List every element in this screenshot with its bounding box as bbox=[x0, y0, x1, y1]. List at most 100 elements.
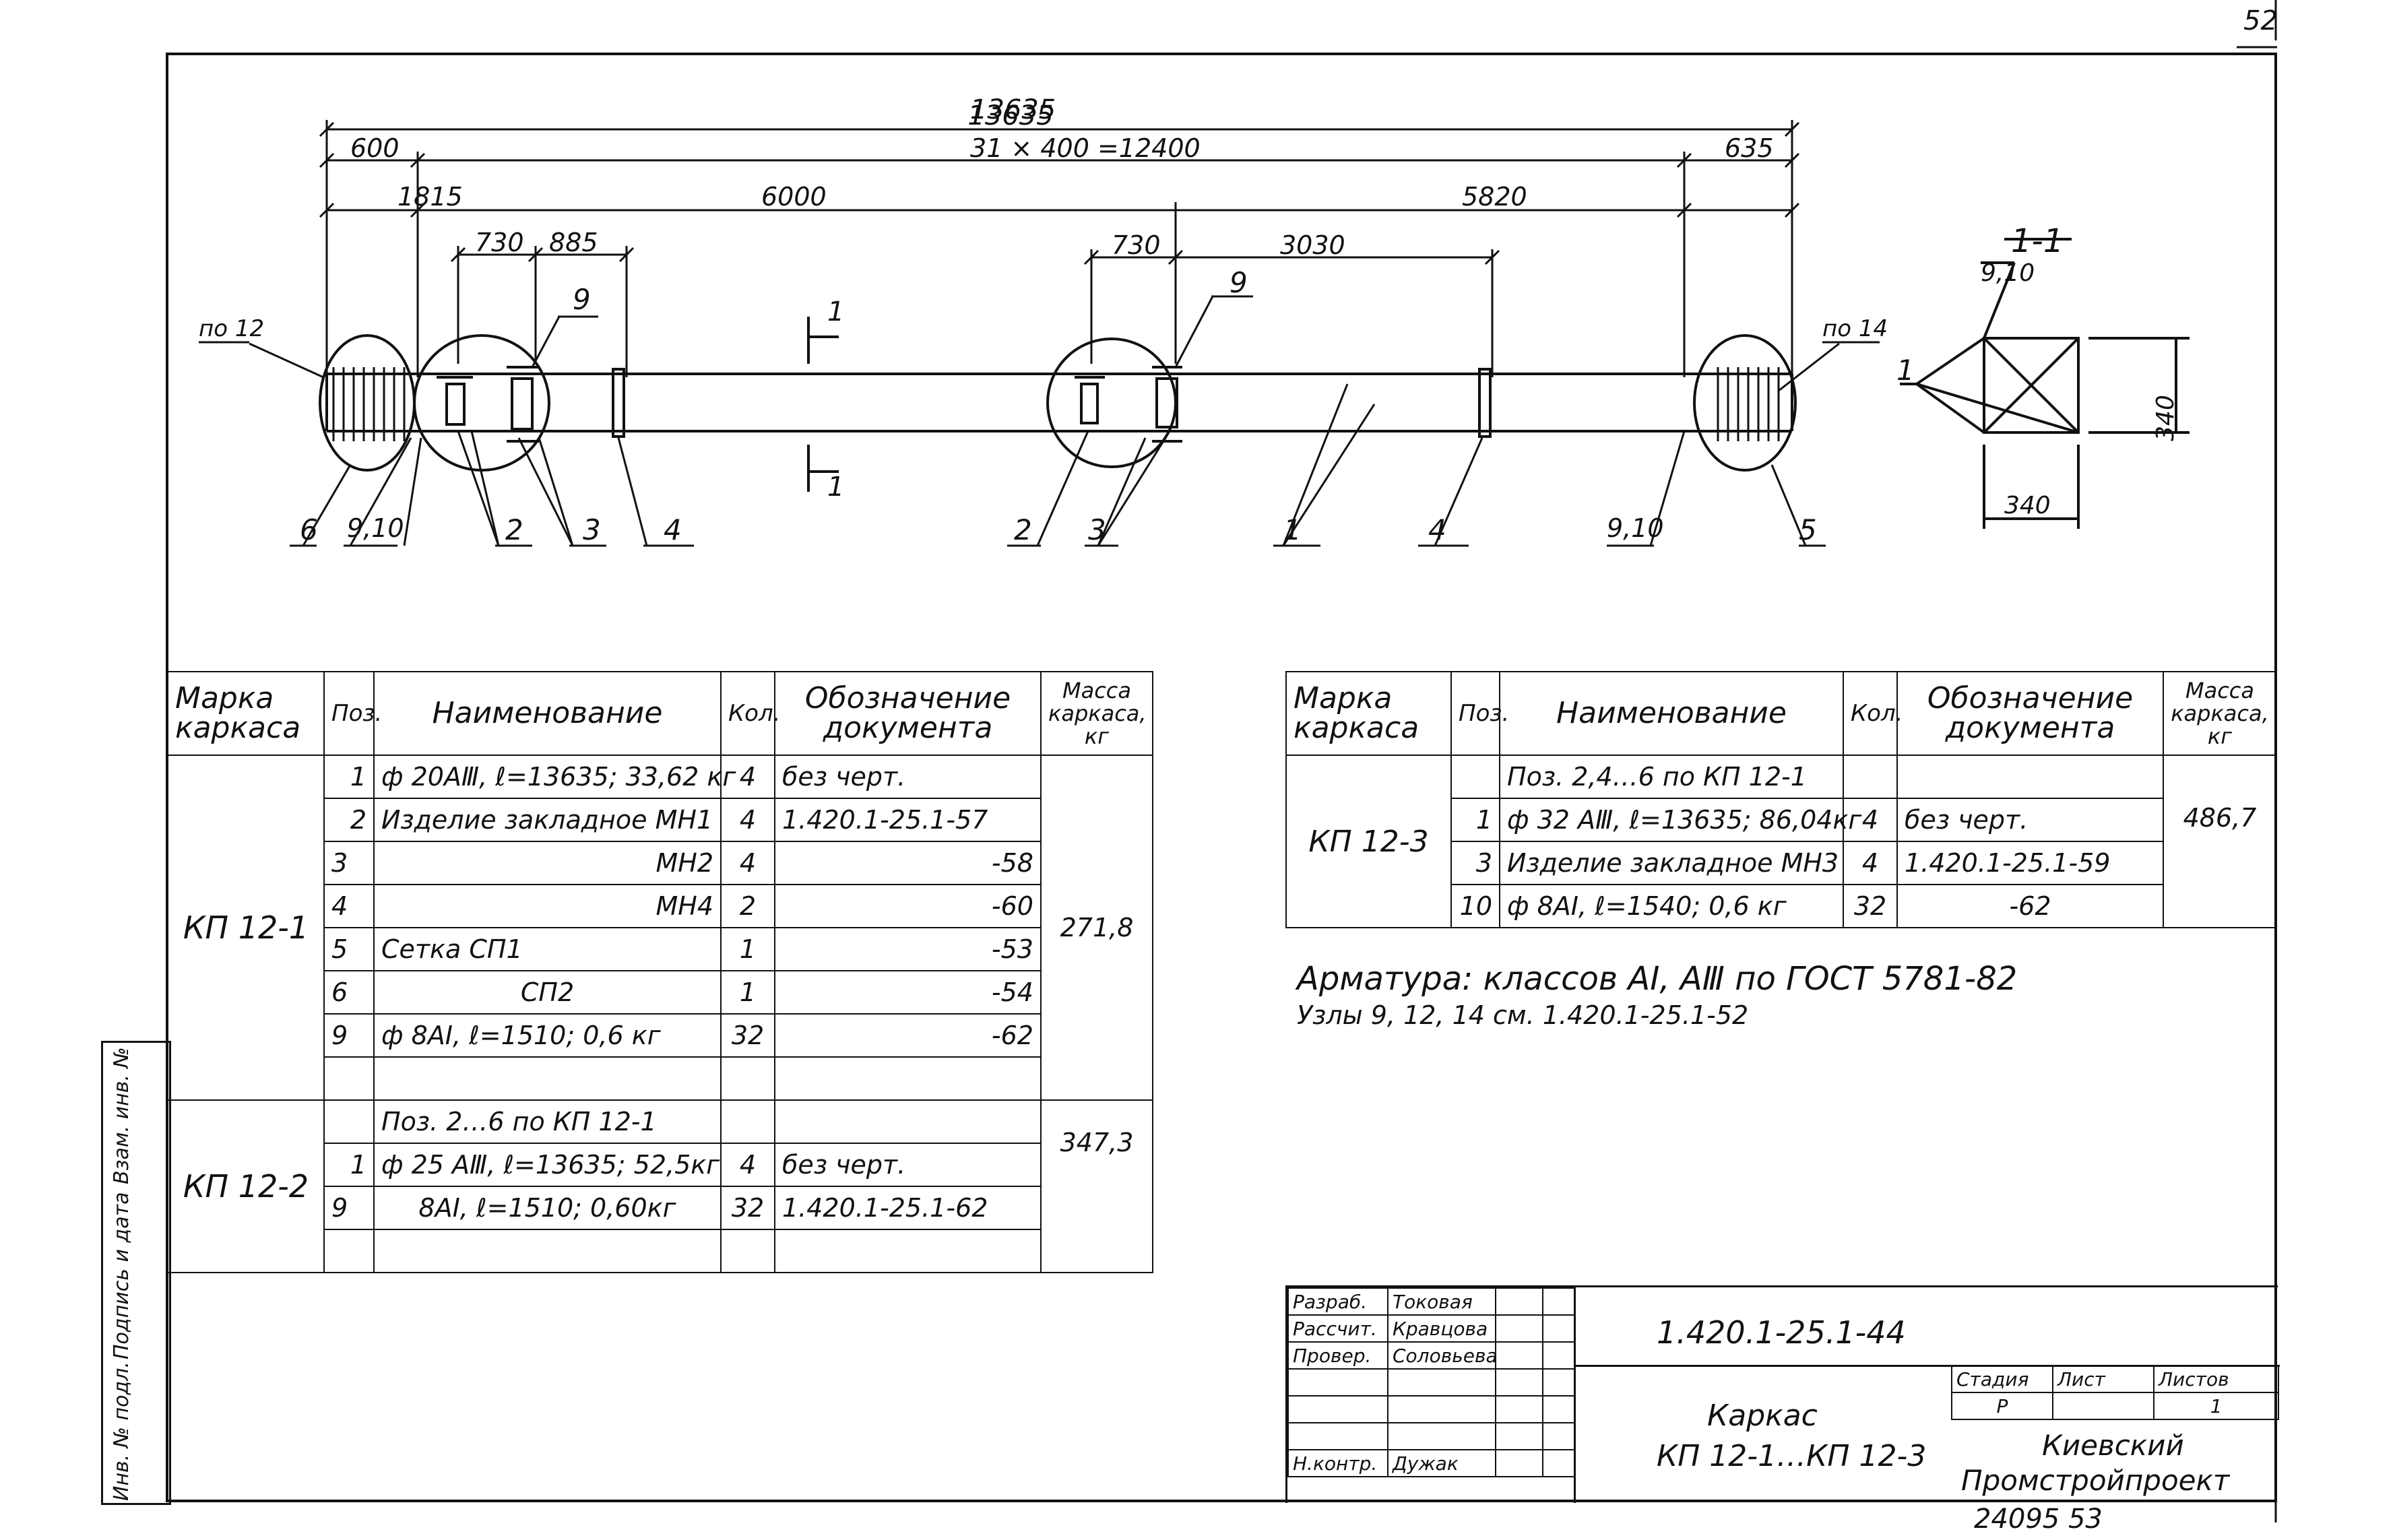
side-sign: Подпись и дата bbox=[110, 1192, 133, 1360]
name-cell: СП2 bbox=[373, 970, 722, 1015]
stamp-row bbox=[1287, 1422, 1575, 1450]
label-pos910-left: 9,10 bbox=[347, 513, 404, 543]
table-row: 2 Изделие закладное МН1 4 1.420.1-25.1-5… bbox=[168, 798, 1153, 842]
header-pos: Поз. bbox=[1450, 671, 1509, 756]
org-line-2: Промстройпроект bbox=[1961, 1464, 2230, 1497]
dim-total: 13635 bbox=[970, 94, 1056, 125]
doc-cell bbox=[1896, 755, 2164, 799]
cut-mark-bottom: 1 bbox=[827, 472, 845, 503]
label-pos5: 5 bbox=[1799, 513, 1817, 546]
header-mass: Масса каркаса, кг bbox=[2163, 671, 2277, 756]
pos-cell: 3 bbox=[323, 841, 375, 885]
pos-cell: 4 bbox=[323, 884, 375, 928]
pos-cell bbox=[1450, 755, 1500, 799]
header-mark: Марка каркаса bbox=[167, 671, 325, 756]
header-qty: Кол. bbox=[1843, 671, 1903, 756]
stamp-role bbox=[1287, 1422, 1388, 1450]
label-pos3-right: 3 bbox=[1088, 513, 1106, 546]
sheets-label: Листов bbox=[2153, 1365, 2279, 1393]
name-cell: Поз. 2…6 по КП 12-1 bbox=[373, 1099, 722, 1144]
pos-cell: 6 bbox=[323, 970, 375, 1015]
title-line-1: Каркас bbox=[1707, 1399, 1818, 1433]
name-cell: Изделие закладное МН1 bbox=[373, 798, 722, 842]
label-pos4-left: 4 bbox=[664, 513, 682, 546]
doc-cell: -62 bbox=[1896, 884, 2164, 928]
name-cell: ф 32 АⅢ, ℓ=13635; 86,04кг bbox=[1499, 798, 1861, 842]
stamp-role bbox=[1287, 1368, 1388, 1397]
header-mark: Марка каркаса bbox=[1285, 671, 1452, 756]
mark-cell: КП 12-3 bbox=[1285, 755, 1452, 928]
qty-cell: 4 bbox=[720, 841, 775, 885]
label-pos2-left: 2 bbox=[505, 513, 523, 546]
label-pos9-left: 9 bbox=[573, 283, 591, 316]
qty-cell: 4 bbox=[720, 755, 775, 799]
stamp-row: Провер.Соловьева bbox=[1287, 1341, 1575, 1370]
table-row: КП 12-2 Поз. 2…6 по КП 12-1 347,3 bbox=[167, 1099, 1153, 1273]
stamp-signature bbox=[1495, 1449, 1543, 1477]
header-pos: Поз. bbox=[323, 671, 382, 756]
table-row: 1 ф 32 АⅢ, ℓ=13635; 86,04кг 4 без черт. bbox=[1286, 798, 2276, 842]
mark-cell: КП 12-1 bbox=[167, 755, 325, 1101]
qty-cell: 4 bbox=[1843, 798, 1898, 842]
header-mass: Масса каркаса, кг bbox=[1040, 671, 1153, 756]
stamp-name: Соловьева bbox=[1387, 1341, 1498, 1370]
stamp-name bbox=[1387, 1395, 1496, 1423]
note-reinforcement: Арматура: классов АⅠ, АⅢ по ГОСТ 5781-82 bbox=[1297, 960, 2018, 998]
dim-6000: 6000 bbox=[761, 182, 827, 212]
table-row: 1 ф 25 АⅢ, ℓ=13635; 52,5кг 4 без черт. bbox=[168, 1143, 1153, 1187]
table-row: 4 МН4 2 -60 bbox=[168, 884, 1153, 928]
section-label-1: 1 bbox=[1896, 354, 1915, 387]
table-row: 3 Изделие закладное МН3 4 1.420.1-25.1-5… bbox=[1286, 841, 2276, 885]
doc-cell: 1.420.1-25.1-57 bbox=[774, 798, 1042, 842]
sheets-value: 1 bbox=[2153, 1392, 2279, 1420]
name-cell: ф 25 АⅢ, ℓ=13635; 52,5кг bbox=[373, 1143, 722, 1187]
drawing-text: 13635 bbox=[967, 100, 1053, 131]
table-row-empty bbox=[168, 1056, 1153, 1101]
label-pos2-right: 2 bbox=[1014, 513, 1032, 546]
name-cell: МН2 bbox=[373, 841, 722, 885]
dim-885: 885 bbox=[549, 228, 598, 257]
stamp-role: Н.контр. bbox=[1287, 1449, 1388, 1477]
pos-cell: 3 bbox=[1450, 841, 1500, 885]
stage-label: Стадия bbox=[1951, 1365, 2053, 1393]
stamp-role bbox=[1287, 1395, 1388, 1423]
label-pos4-right: 4 bbox=[1428, 513, 1446, 546]
name-cell: 8АⅠ, ℓ=1510; 0,60кг bbox=[373, 1186, 722, 1230]
header-doc: Обозначение документа bbox=[1896, 671, 2164, 756]
name-cell: ф 20АⅢ, ℓ=13635; 33,62 кг bbox=[373, 755, 736, 799]
name-cell: Сетка СП1 bbox=[373, 927, 722, 971]
side-inv: Инв. № подл. bbox=[110, 1361, 133, 1501]
section-dim-width: 340 bbox=[2004, 492, 2051, 519]
title-name-box: Каркас КП 12-1…КП 12-3 bbox=[1574, 1365, 1953, 1503]
doc-cell: -60 bbox=[774, 884, 1042, 928]
qty-cell bbox=[1843, 755, 1898, 799]
name-cell: ф 8АⅠ, ℓ=1540; 0,6 кг bbox=[1499, 884, 1844, 928]
title-code-box: 1.420.1-25.1-44 bbox=[1574, 1287, 2280, 1367]
stamp-signature bbox=[1495, 1341, 1543, 1370]
label-pos6: 6 bbox=[300, 513, 318, 546]
pos-cell: 2 bbox=[323, 798, 375, 842]
header-doc: Обозначение документа bbox=[774, 671, 1042, 756]
label-pos910-right: 9,10 bbox=[1607, 513, 1664, 543]
dim-635: 635 bbox=[1725, 133, 1774, 163]
table-row: 5 Сетка СП1 1 -53 bbox=[168, 927, 1153, 971]
doc-cell: 1.420.1-25.1-59 bbox=[1896, 841, 2164, 885]
qty-cell: 32 bbox=[720, 1013, 775, 1058]
pos-cell: 1 bbox=[323, 1143, 375, 1187]
doc-cell: -58 bbox=[774, 841, 1042, 885]
stage-value: Р bbox=[1951, 1392, 2053, 1420]
doc-cell bbox=[774, 1099, 1042, 1144]
mark-cell: КП 12-2 bbox=[167, 1099, 325, 1273]
table-row: 9 8АⅠ, ℓ=1510; 0,60кг 32 1.420.1-25.1-62 bbox=[168, 1186, 1153, 1230]
title-line-2: КП 12-1…КП 12-3 bbox=[1657, 1439, 1927, 1473]
qty-cell: 1 bbox=[720, 970, 775, 1015]
stamp-role: Рассчит. bbox=[1287, 1314, 1388, 1343]
name-cell: МН4 bbox=[373, 884, 722, 928]
dim-5820: 5820 bbox=[1462, 182, 1527, 212]
side-vzam: Взам. инв. № bbox=[110, 1047, 133, 1184]
stamp-name: Кравцова bbox=[1387, 1314, 1496, 1343]
table-row: КП 12-1 1 ф 20АⅢ, ℓ=13635; 33,62 кг 4 бе… bbox=[167, 755, 1153, 1101]
pos-cell: 9 bbox=[323, 1013, 375, 1058]
title-block: Разраб.Токовая Рассчит.Кравцова Провер.С… bbox=[1285, 1285, 2280, 1503]
